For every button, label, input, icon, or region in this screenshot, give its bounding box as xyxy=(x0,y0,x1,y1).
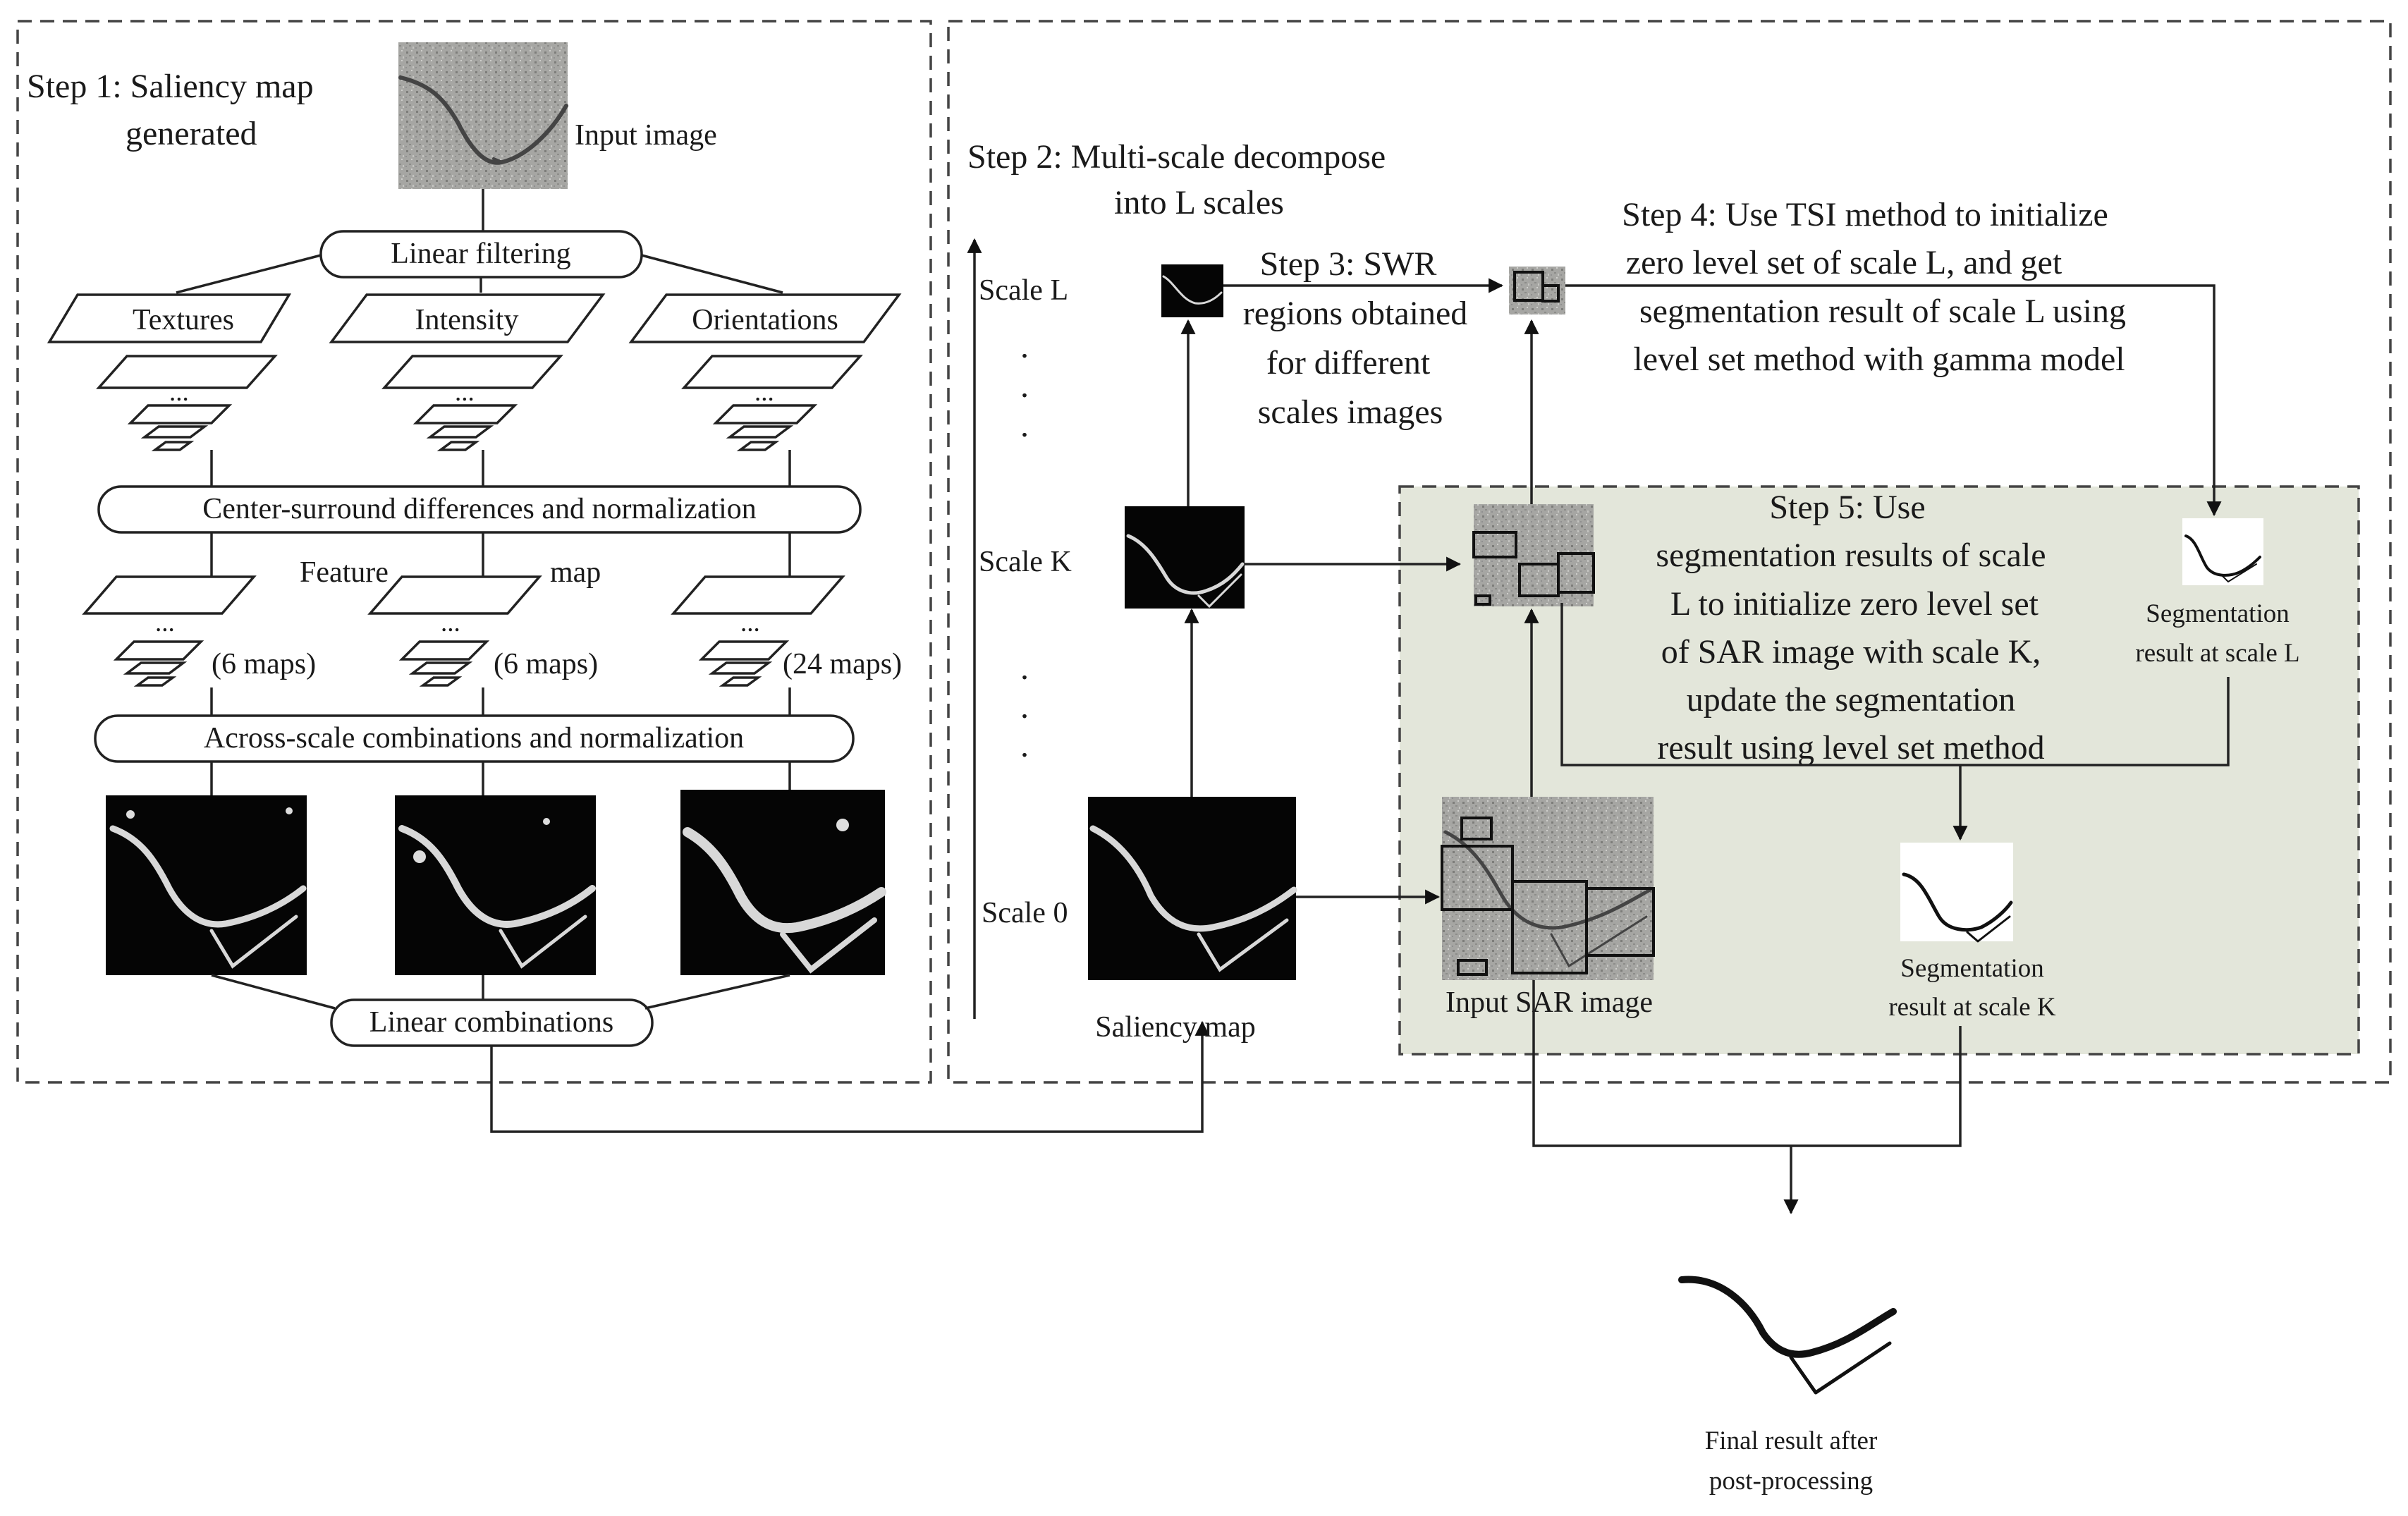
input-sar-label: Input SAR image xyxy=(1446,986,1653,1019)
svg-text:...: ... xyxy=(155,609,175,637)
step3-line4: scales images xyxy=(1258,393,1443,431)
input-image-thumbnail xyxy=(398,42,568,189)
step4-line2: zero level set of scale L, and get xyxy=(1626,244,2062,281)
step5-line3: L to initialize zero level set xyxy=(1670,585,2039,623)
step5-line5: update the segmentation xyxy=(1687,681,2016,719)
steps2-5-panel xyxy=(947,20,2392,1084)
saliency-map-label: Saliency map xyxy=(1095,1011,1255,1044)
svg-text:.: . xyxy=(1020,649,1029,687)
final-line1: Final result after xyxy=(1705,1426,1878,1455)
conspicuity-map-orientations xyxy=(680,790,886,975)
saliency-scale-0 xyxy=(1088,797,1297,980)
step3-line1: Step 3: SWR xyxy=(1260,245,1437,283)
step2-line1: Step 2: Multi-scale decompose xyxy=(967,138,1386,176)
svg-text:...: ... xyxy=(455,378,475,407)
step4-line3: segmentation result of scale L using xyxy=(1639,293,2126,330)
segmentation-scale-k-image xyxy=(1900,843,2013,943)
final-result-image xyxy=(1678,1276,1897,1395)
step5-line2: segmentation results of scale xyxy=(1656,537,2046,574)
segmentation-scale-l-image xyxy=(2182,518,2263,585)
svg-text:.: . xyxy=(1020,727,1029,764)
svg-text:...: ... xyxy=(754,378,774,407)
step3-line2: regions obtained xyxy=(1243,295,1468,332)
linear-filtering-label: Linear filtering xyxy=(391,238,570,270)
saliency-scale-l xyxy=(1161,264,1223,317)
step1-title-line1: Step 1: Saliency map xyxy=(27,68,314,105)
svg-text:.: . xyxy=(1020,407,1029,444)
svg-text:...: ... xyxy=(169,378,189,407)
maps-count-2: (6 maps) xyxy=(494,648,598,680)
seg-l-line2: result at scale L xyxy=(2135,639,2299,668)
across-scale-label: Across-scale combinations and normalizat… xyxy=(204,722,744,754)
step5-line6: result using level set method xyxy=(1657,729,2044,766)
channel-textures: Textures xyxy=(133,304,234,336)
final-line2: post-processing xyxy=(1709,1467,1873,1496)
channel-intensity: Intensity xyxy=(415,304,519,336)
feature-label: Feature xyxy=(300,556,389,589)
swr-scale-l xyxy=(1509,267,1565,314)
linear-combinations-label: Linear combinations xyxy=(369,1006,613,1039)
seg-k-line2: result at scale K xyxy=(1888,993,2056,1022)
step1-panel xyxy=(16,20,932,1084)
svg-text:.: . xyxy=(1020,328,1029,365)
pyramid-textures: ... xyxy=(96,355,278,487)
step5-line4: of SAR image with scale K, xyxy=(1661,633,2041,671)
scale-0-label: Scale 0 xyxy=(982,897,1068,929)
map-label: map xyxy=(550,556,601,589)
conspicuity-map-textures xyxy=(106,795,307,975)
feature-stack-3: ... (24 maps) xyxy=(698,609,902,687)
step4-line1: Step 4: Use TSI method to initialize xyxy=(1622,196,2108,233)
conspicuity-map-intensity xyxy=(395,795,596,975)
saliency-scale-k xyxy=(1125,506,1245,609)
maps-count-3: (24 maps) xyxy=(783,648,902,680)
step1-title-line2: generated xyxy=(126,115,257,152)
maps-count-1: (6 maps) xyxy=(212,648,316,680)
svg-text:...: ... xyxy=(441,609,460,637)
feature-stack-1: ... (6 maps) xyxy=(113,609,316,687)
center-surround-box xyxy=(97,485,862,534)
seg-k-line1: Segmentation xyxy=(1900,954,2043,983)
svg-text:.: . xyxy=(1020,367,1029,405)
swr-scale-k xyxy=(1472,504,1595,606)
pyramid-orientations: ... xyxy=(681,355,863,487)
input-sar-image xyxy=(1441,797,1655,980)
svg-text:...: ... xyxy=(740,609,760,637)
svg-text:.: . xyxy=(1020,688,1029,726)
across-scale-box xyxy=(94,714,855,763)
input-image-label: Input image xyxy=(575,119,717,152)
center-surround-label: Center-surround differences and normaliz… xyxy=(202,493,757,525)
seg-l-line1: Segmentation xyxy=(2146,599,2289,628)
step3-line3: for different xyxy=(1266,344,1431,381)
step2-line2: into L scales xyxy=(1114,184,1284,221)
feature-stack-2: ... (6 maps) xyxy=(398,609,598,687)
channel-orientations: Orientations xyxy=(692,304,838,336)
step4-line4: level set method with gamma model xyxy=(1633,341,2125,378)
scale-k-label: Scale K xyxy=(979,546,1072,578)
pyramid-intensity: ... xyxy=(381,355,563,487)
step5-line1: Step 5: Use xyxy=(1769,489,1925,526)
scale-l-label: Scale L xyxy=(979,274,1068,307)
